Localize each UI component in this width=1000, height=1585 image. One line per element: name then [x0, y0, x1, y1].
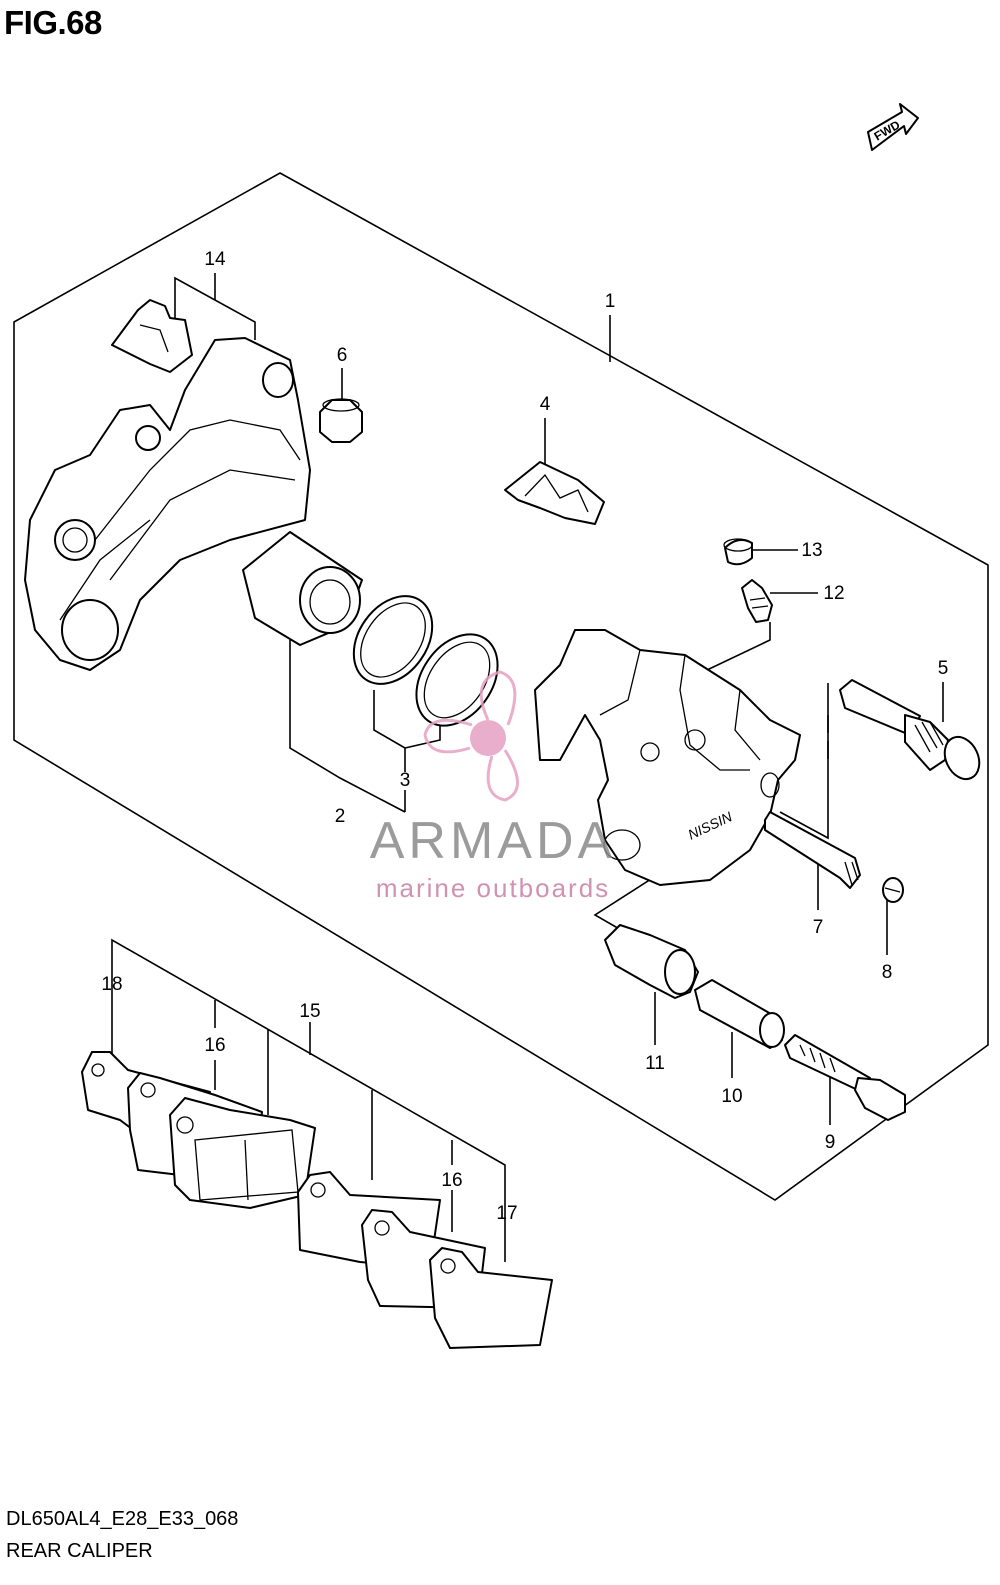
part-label-11: 11 [645, 1053, 665, 1074]
piston-shape [242, 531, 363, 646]
part-label-16b: 16 [441, 1170, 462, 1191]
sleeve-shape [694, 979, 785, 1049]
part-label-16a: 16 [204, 1035, 225, 1056]
diagram-code: DL650AL4_E28_E33_068 [6, 1508, 239, 1530]
assembly-outline [13, 172, 989, 1201]
watermark-logo-icon [423, 670, 519, 802]
bleeder-cap-shape [723, 538, 753, 566]
slide-boot-shape [604, 924, 699, 999]
pad-spring-shape [504, 461, 605, 525]
part-label-6: 6 [337, 345, 348, 366]
fwd-arrow-icon: FWD [867, 103, 919, 151]
dust-seal-shape [415, 633, 499, 727]
part-label-3a: 3 [400, 770, 411, 791]
part-label-1: 1 [605, 291, 616, 312]
slide-pin-shape [839, 679, 981, 781]
part-label-7: 7 [813, 917, 824, 938]
part-label-18: 18 [101, 974, 122, 995]
boot-shape [319, 398, 363, 443]
caliper-bracket-shape [24, 299, 311, 671]
part-label-14: 14 [204, 249, 226, 270]
part-label-9: 9 [825, 1132, 836, 1153]
pad-shim-17-shape [429, 1247, 553, 1349]
diagram-name: REAR CALIPER [6, 1540, 153, 1562]
part-label-5: 5 [938, 658, 949, 679]
bleeder-valve-shape [741, 579, 773, 623]
watermark-tagline: marine outboards [376, 873, 610, 903]
part-label-17: 17 [496, 1203, 517, 1224]
watermark-brand: ARMADA [370, 812, 616, 870]
part-label-2: 2 [335, 806, 346, 827]
brake-pad-15a-shape [169, 1097, 316, 1209]
caliper-body-shape: NISSIN [534, 629, 801, 886]
mounting-bolt-shape [784, 1034, 906, 1121]
part-labels: 1 2 3 4 5 6 7 8 9 10 11 12 13 14 15 16 1… [101, 249, 948, 1224]
part-label-12: 12 [823, 583, 844, 604]
part-label-4: 4 [540, 394, 551, 415]
pad-pin-shape [764, 811, 861, 889]
pin-plug-shape [882, 877, 904, 903]
part-label-13: 13 [801, 540, 822, 561]
part-label-8: 8 [882, 962, 893, 983]
part-label-15: 15 [299, 1001, 320, 1022]
figure-title: FIG.68 [4, 4, 102, 41]
part-label-10: 10 [721, 1086, 742, 1107]
piston-seal-shape [352, 595, 434, 685]
